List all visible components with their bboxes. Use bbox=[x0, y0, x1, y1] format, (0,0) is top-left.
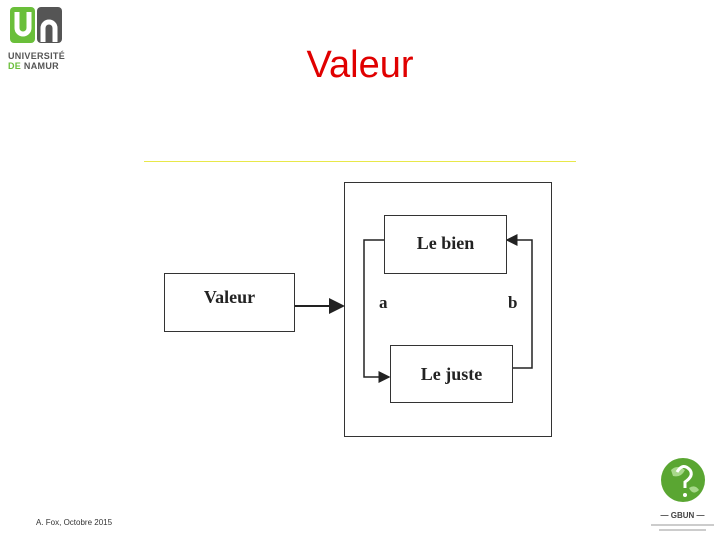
gbun-logo: — GBUN — bbox=[645, 448, 720, 538]
logo-text-namur: NAMUR bbox=[23, 61, 59, 71]
globe-question-icon bbox=[660, 458, 705, 502]
box-le-juste: Le juste bbox=[390, 345, 513, 403]
logo-text-de: DE bbox=[8, 61, 22, 71]
label-b: b bbox=[508, 293, 518, 312]
arrow-b bbox=[505, 234, 533, 369]
logo-text-universite: UNIVERSITÉ bbox=[8, 51, 66, 61]
box-le-bien: Le bien bbox=[384, 215, 507, 274]
title-divider bbox=[144, 161, 576, 162]
arrow-a bbox=[363, 239, 391, 383]
box-valeur: Valeur bbox=[164, 273, 295, 332]
slide-footer: A. Fox, Octobre 2015 bbox=[36, 518, 113, 527]
universite-de-namur-logo: UNIVERSITÉ DE NAMUR bbox=[8, 6, 66, 71]
label-a: a bbox=[379, 293, 388, 312]
slide-title: Valeur bbox=[306, 44, 414, 86]
logo-mark-icon bbox=[10, 7, 62, 43]
gbun-text: GBUN bbox=[670, 511, 695, 520]
